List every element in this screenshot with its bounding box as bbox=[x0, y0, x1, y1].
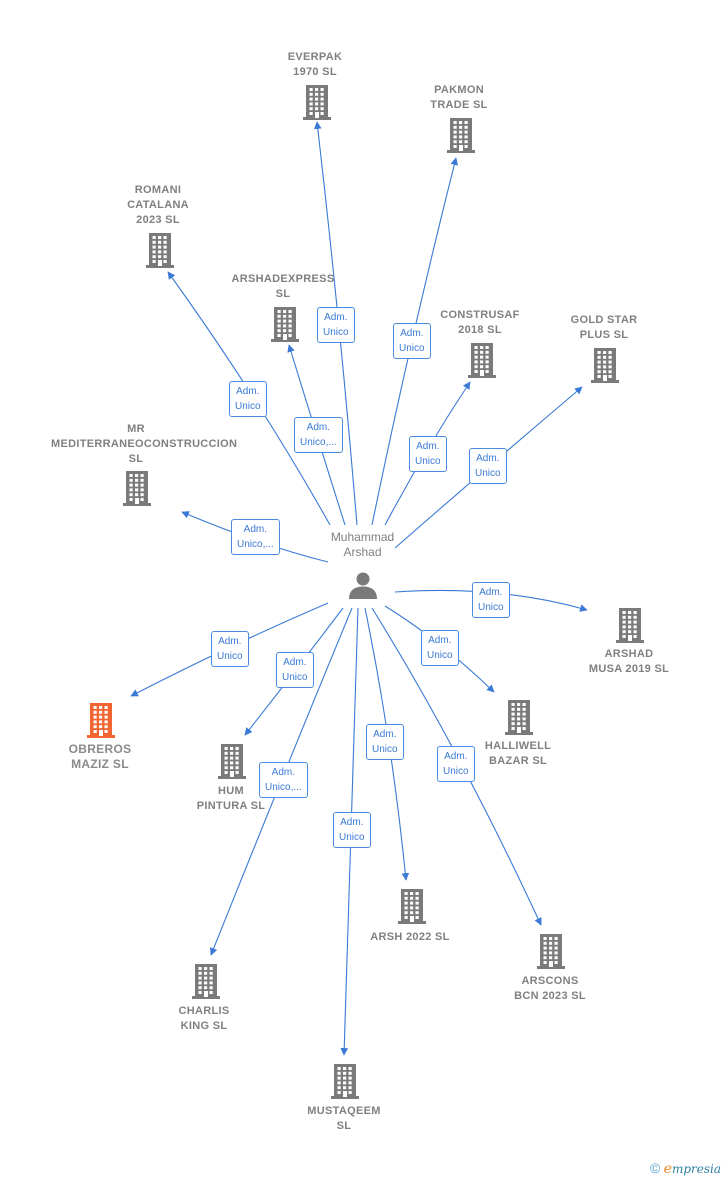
building-icon[interactable] bbox=[446, 117, 476, 158]
building-icon[interactable] bbox=[467, 342, 497, 383]
company-name[interactable]: CONSTRUSAF 2018 SL bbox=[440, 309, 520, 336]
building-icon[interactable] bbox=[122, 470, 152, 511]
role-label-romani: Adm. Unico bbox=[229, 381, 267, 417]
role-label-arsh2022: Adm. Unico bbox=[366, 724, 404, 760]
company-name[interactable]: GOLD STAR PLUS SL bbox=[570, 314, 638, 341]
company-name[interactable]: ARSHADEXPRESS SL bbox=[231, 273, 335, 300]
role-label-goldstar: Adm. Unico bbox=[469, 448, 507, 484]
building-icon[interactable] bbox=[270, 306, 300, 347]
building-icon[interactable] bbox=[504, 699, 534, 740]
role-label-mrmed: Adm. Unico,... bbox=[231, 519, 280, 555]
company-name[interactable]: ARSHAD MUSA 2019 SL bbox=[588, 648, 670, 675]
role-label-obreros: Adm. Unico bbox=[211, 631, 249, 667]
role-label-halliwell: Adm. Unico bbox=[421, 630, 459, 666]
company-name[interactable]: ROMANI CATALANA 2023 SL bbox=[127, 184, 189, 226]
building-icon[interactable] bbox=[590, 347, 620, 388]
role-label-humpintura: Adm. Unico bbox=[276, 652, 314, 688]
building-icon[interactable] bbox=[217, 743, 247, 784]
building-icon[interactable] bbox=[86, 702, 116, 743]
company-name[interactable]: EVERPAK 1970 SL bbox=[287, 51, 343, 78]
brand-logo: © empresia bbox=[650, 1160, 721, 1177]
brand-name: mpresia bbox=[671, 1162, 722, 1176]
company-name[interactable]: ARSCONS BCN 2023 SL bbox=[514, 975, 586, 1002]
person-icon[interactable] bbox=[348, 570, 378, 600]
company-name[interactable]: ARSH 2022 SL bbox=[370, 931, 450, 943]
role-label-arshadmusa: Adm. Unico bbox=[472, 582, 510, 618]
role-label-arshadexpress: Adm. Unico,... bbox=[294, 417, 343, 453]
role-label-everpak: Adm. Unico bbox=[317, 307, 355, 343]
role-label-pakmon: Adm. Unico bbox=[393, 323, 431, 359]
role-label-charlis: Adm. Unico,... bbox=[259, 762, 308, 798]
company-name[interactable]: CHARLIS KING SL bbox=[178, 1005, 230, 1032]
company-name[interactable]: MR MEDITERRANEOCONSTRUCCION SL bbox=[51, 423, 238, 465]
person-name: Muhammad Arshad bbox=[330, 530, 395, 559]
brand-initial: e bbox=[663, 1161, 672, 1177]
role-label-mustaqeem: Adm. Unico bbox=[333, 812, 371, 848]
building-icon[interactable] bbox=[145, 232, 175, 273]
building-icon[interactable] bbox=[330, 1063, 360, 1104]
building-icon[interactable] bbox=[302, 84, 332, 125]
role-label-construsaf: Adm. Unico bbox=[409, 436, 447, 472]
company-name[interactable]: OBREROS MAZIZ SL bbox=[68, 742, 132, 771]
role-label-arscons: Adm. Unico bbox=[437, 746, 475, 782]
building-icon[interactable] bbox=[191, 963, 221, 1004]
company-name[interactable]: MUSTAQEEM SL bbox=[307, 1105, 381, 1132]
copyright-symbol: © bbox=[650, 1160, 661, 1176]
company-name[interactable]: HUM PINTURA SL bbox=[196, 785, 266, 812]
building-icon[interactable] bbox=[536, 933, 566, 974]
company-name[interactable]: HALLIWELL BAZAR SL bbox=[484, 740, 552, 767]
building-icon[interactable] bbox=[615, 607, 645, 648]
company-name[interactable]: PAKMON TRADE SL bbox=[430, 84, 488, 111]
building-icon[interactable] bbox=[397, 888, 427, 929]
